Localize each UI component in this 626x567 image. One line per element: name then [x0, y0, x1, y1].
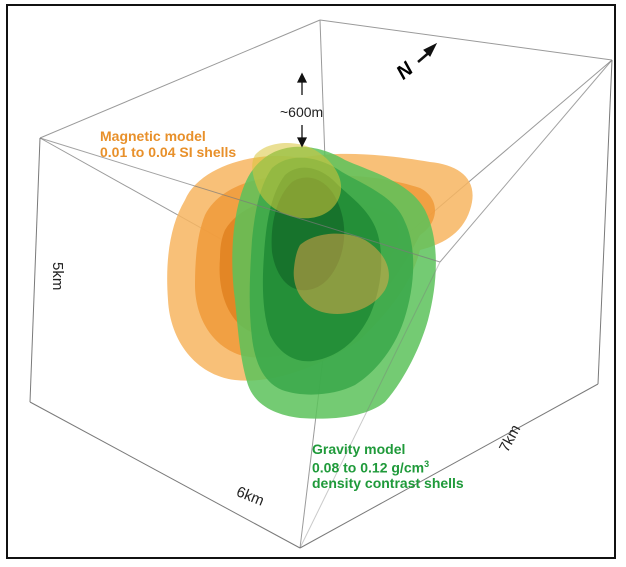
height-dimension-label: 5km [49, 262, 66, 291]
box-edge [439, 59, 613, 263]
box-edge [299, 383, 599, 549]
gravity-label-title: Gravity model [312, 441, 406, 457]
up-arrow-head [296, 72, 308, 83]
magnetic-label-range: 0.01 to 0.04 SI shells [100, 144, 237, 160]
north-arrow-icon [417, 42, 438, 63]
magnetic-top-lobe [252, 143, 389, 314]
bounding-box-front [29, 59, 613, 549]
depth-arrows [296, 72, 308, 148]
gravity-label-desc: density contrast shells [312, 474, 464, 491]
gravity-model-label: Gravity model 0.08 to 0.12 g/cm3 density… [312, 442, 464, 491]
box-edge [319, 19, 613, 61]
gravity-range-sup: 3 [424, 459, 430, 469]
box-edge [39, 19, 321, 139]
box-edge [29, 401, 301, 549]
magnetic-label-title: Magnetic model [100, 128, 206, 144]
gravity-range-text: 0.08 to 0.12 g/cm [312, 459, 425, 476]
box-edge [29, 137, 41, 403]
box-edge [597, 59, 613, 385]
gravity-label-range: 0.08 to 0.12 g/cm3 [312, 457, 464, 476]
box-edge [299, 261, 441, 549]
depth-label: ~600m [280, 104, 324, 120]
down-arrow-head [296, 137, 308, 148]
magnetic-model-label: Magnetic model 0.01 to 0.04 SI shells [100, 128, 236, 160]
box-edge [39, 137, 441, 263]
